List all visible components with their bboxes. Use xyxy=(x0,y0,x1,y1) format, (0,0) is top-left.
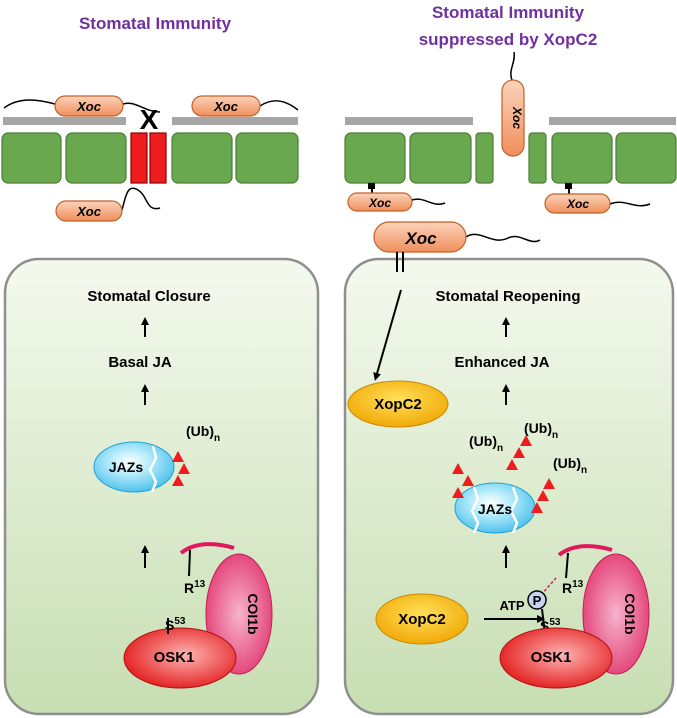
xoc-bacterium-attached-2: Xoc xyxy=(544,183,651,214)
xopc2-effector xyxy=(347,380,449,428)
cuticle xyxy=(345,117,473,125)
interaction-dash xyxy=(540,577,557,596)
osk1-label: OSK1 xyxy=(154,649,195,666)
epidermal-cell xyxy=(171,132,233,184)
stomatal-closure-label: Stomatal Closure xyxy=(87,288,210,305)
ubiquitin-chain xyxy=(506,435,532,470)
xoc-bacterium-top-left-2: Xoc xyxy=(191,95,299,117)
s53-label: S53 xyxy=(540,617,561,634)
ubiquitin-label: (Ub)n xyxy=(553,455,587,476)
cuticle xyxy=(3,117,126,125)
xopc2-label: XopC2 xyxy=(374,396,422,413)
jazs-label: JAZs xyxy=(478,501,512,517)
coi1b-label: COI1b xyxy=(622,593,638,634)
ubiquitin-label: (Ub)n xyxy=(186,423,220,444)
enhanced-ja-label: Enhanced JA xyxy=(454,354,549,371)
xoc-bacterium-top-left: Xoc xyxy=(3,95,161,117)
ubiquitin-label: (Ub)n xyxy=(524,420,558,441)
ubiquitin-chain xyxy=(172,451,190,486)
xopc2-label: XopC2 xyxy=(398,611,446,628)
phosphate-group xyxy=(527,590,547,610)
xoc-label: Xoc xyxy=(510,106,524,129)
osk1-protein xyxy=(499,627,613,689)
epidermal-cell xyxy=(1,132,62,184)
epidermal-cell xyxy=(551,132,613,184)
right-title-line1: Stomatal Immunity xyxy=(432,3,585,22)
r13-sidechain xyxy=(188,549,191,577)
phosphate-label: P xyxy=(533,593,542,608)
jazs-cleavage-mark xyxy=(470,486,480,534)
stomatal-reopening-label: Stomatal Reopening xyxy=(435,288,580,305)
xoc-bacterium-injecting: Xoc xyxy=(373,221,541,253)
epidermal-cell xyxy=(344,132,406,184)
guard-cell-closed xyxy=(149,132,167,184)
epidermal-cell xyxy=(65,132,127,184)
ubiquitin-chain xyxy=(531,478,555,513)
jasmonate-ligand xyxy=(179,542,235,555)
block-mark: X xyxy=(140,104,159,135)
jasmonate-ligand xyxy=(557,544,613,557)
osk1-label: OSK1 xyxy=(531,649,572,666)
coi1b-label: COI1b xyxy=(245,593,261,634)
guard-cell-closed xyxy=(130,132,148,184)
jazs-cleavage-mark xyxy=(509,486,519,534)
epidermal-cell xyxy=(615,132,677,184)
xoc-label: Xoc xyxy=(566,197,589,211)
xoc-label: Xoc xyxy=(76,99,102,114)
xoc-label: Xoc xyxy=(76,204,102,219)
osk1-protein xyxy=(123,627,237,689)
xoc-label: Xoc xyxy=(213,99,239,114)
r13-label: R13 xyxy=(184,579,206,596)
ubiquitin-chain xyxy=(452,463,474,498)
jazs-cleavage-mark xyxy=(148,445,158,493)
xoc-bacterium-bottom-left: Xoc xyxy=(55,187,161,222)
right-title-line2: suppressed by XopC2 xyxy=(419,30,598,49)
s53-label: S53 xyxy=(165,616,186,633)
xoc-bacterium-entering: Xoc xyxy=(501,51,525,157)
xoc-label: Xoc xyxy=(404,229,437,248)
epidermal-cell xyxy=(235,132,299,184)
r13-label: R13 xyxy=(562,579,584,596)
effector-injection-arrow xyxy=(373,289,402,381)
cuticle xyxy=(549,117,676,125)
left-title: Stomatal Immunity xyxy=(79,14,232,33)
xopc2-effector xyxy=(375,593,469,645)
xoc-bacterium-attached-1: Xoc xyxy=(347,183,446,212)
jazs-label: JAZs xyxy=(109,459,143,475)
xoc-label: Xoc xyxy=(368,196,391,210)
basal-ja-label: Basal JA xyxy=(108,354,172,371)
guard-cell-open xyxy=(475,132,494,184)
r13-sidechain xyxy=(565,552,569,579)
guard-cell-open xyxy=(528,132,547,184)
epidermal-cell xyxy=(409,132,472,184)
ubiquitin-label: (Ub)n xyxy=(469,433,503,454)
cuticle xyxy=(172,117,298,125)
atp-label: ATP xyxy=(499,598,524,613)
